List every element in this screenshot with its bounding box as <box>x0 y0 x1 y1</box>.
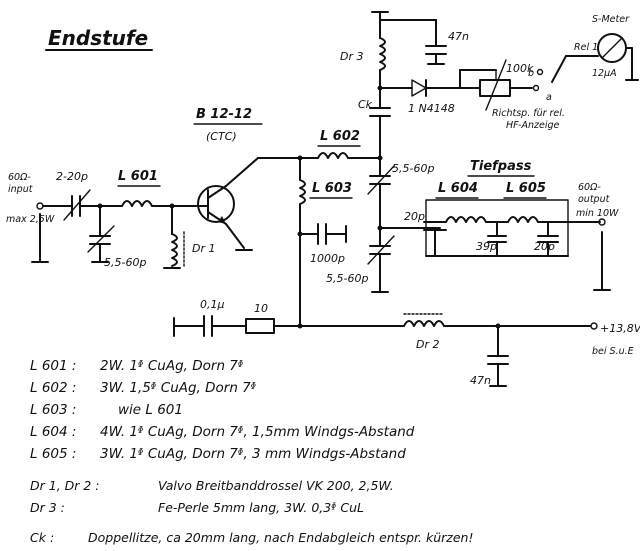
c-trim1-label: 5,5-60p <box>104 256 146 269</box>
l604-label: L 604 <box>438 181 478 196</box>
pot-arrow <box>485 59 507 111</box>
diode-symbol <box>411 79 427 97</box>
output-label-2: output <box>578 194 611 205</box>
dr-note-text: Valvo Breitbanddrossel VK 200, 2,5W. <box>158 478 394 493</box>
choke-notes: Dr 1, Dr 2 : Valvo Breitbanddrossel VK 2… <box>30 478 394 515</box>
title: Endstufe <box>48 26 148 50</box>
note-text: wie L 601 <box>118 402 183 418</box>
l602-label: L 602 <box>320 129 360 144</box>
c-input-label: 2-20p <box>56 170 88 183</box>
trim-arrow <box>367 235 395 265</box>
ck-note-text: Doppellitze, ca 20mm lang, nach Endabgle… <box>88 530 473 545</box>
note-text: 3W. 1ᶲ CuAg, Dorn 7ᶲ, 3 mm Windgs-Abstan… <box>100 446 406 462</box>
c-20p-right-label: 20p <box>534 240 555 253</box>
ck-label: Ck <box>358 98 373 111</box>
dr1-label: Dr 1 <box>192 242 216 255</box>
relay-pos-a: a <box>546 92 552 103</box>
output-label-1: 60Ω- <box>578 182 601 193</box>
c-1000-label: 1000p <box>310 252 345 265</box>
l603-label: L 603 <box>312 181 352 196</box>
r-100k-label: 100k <box>506 62 534 75</box>
c-47n-bottom-label: 47n <box>470 374 491 387</box>
input-label-2: input <box>8 184 34 195</box>
output-label-3: min 10W <box>576 208 619 219</box>
l603-coil <box>299 179 306 205</box>
relay-pos-b: b <box>528 68 534 79</box>
dr3-coil <box>379 37 386 71</box>
dr1-coil <box>171 233 178 267</box>
ck-note-ref: Ck : <box>30 530 54 545</box>
transistor-collector <box>207 185 227 199</box>
note-ref: L 601 : <box>30 358 76 374</box>
l602-coil <box>317 152 349 159</box>
note-ref: L 605 : <box>30 446 76 462</box>
input-label-3: max 2,5W <box>6 214 55 225</box>
dr2-label: Dr 2 <box>416 338 440 351</box>
l601-coil <box>121 200 153 207</box>
relay-label: Rel 1 <box>574 42 598 53</box>
note-text: 4W. 1ᶲ CuAg, Dorn 7ᶲ, 1,5mm Windgs-Absta… <box>100 424 415 440</box>
dr2-coil <box>403 320 445 327</box>
c-01-label: 0,1μ <box>200 298 225 311</box>
l604-coil <box>445 216 487 223</box>
supply-voltage: +13,8V <box>600 322 640 335</box>
terminal <box>532 84 540 92</box>
rectifier-label-1: Richtsp. für rel. <box>492 108 565 119</box>
transistor-type: B 12-12 <box>196 107 252 122</box>
note-ref: L 604 : <box>30 424 76 440</box>
c-trim3-label: 5,5-60p <box>326 272 368 285</box>
filter-title: Tiefpass <box>470 159 532 174</box>
transistor-symbol <box>197 185 235 223</box>
note-text: 2W. 1ᶲ CuAg, Dorn 7ᶲ <box>100 358 243 374</box>
l605-coil <box>507 216 539 223</box>
coil-notes: L 601 : 2W. 1ᶲ CuAg, Dorn 7ᶲ L 602 : 3W.… <box>30 358 415 462</box>
terminal <box>536 68 544 76</box>
meter-label-1: S-Meter <box>592 14 630 25</box>
input-label-1: 60Ω- <box>8 172 31 183</box>
wire <box>225 223 245 249</box>
dr-note-ref: Dr 3 : <box>30 500 65 515</box>
trim-arrow <box>87 225 115 253</box>
note-ref: L 602 : <box>30 380 76 396</box>
l601-label: L 601 <box>118 169 158 184</box>
rectifier-label-2: HF-Anzeige <box>506 120 560 131</box>
trim-arrow <box>367 165 395 195</box>
r-10 <box>245 318 275 334</box>
dr3-label: Dr 3 <box>340 50 364 63</box>
c-39p-label: 39p <box>476 240 497 253</box>
c-20p-left-label: 20p <box>404 210 425 223</box>
transistor-maker: (CTC) <box>206 130 237 143</box>
supply-condition: bei S.u.E <box>592 346 634 357</box>
c-trim2-label: 5,5-60p <box>392 162 434 175</box>
meter-label-2: 12μA <box>592 68 617 79</box>
note-text: 3W. 1,5ᶲ CuAg, Dorn 7ᶲ <box>100 380 256 396</box>
emitter-arrow <box>218 216 226 224</box>
supply-terminal <box>590 322 598 330</box>
dr-note-ref: Dr 1, Dr 2 : <box>30 478 100 493</box>
wire <box>225 157 259 187</box>
l605-label: L 605 <box>506 181 546 196</box>
c-47n-top-label: 47n <box>448 30 469 43</box>
meter-needle <box>601 37 623 59</box>
trim-arrow <box>63 189 91 221</box>
relay-switch <box>551 55 567 83</box>
diode-label: 1 N4148 <box>408 102 455 115</box>
output-terminal <box>598 218 606 226</box>
note-ref: L 603 : <box>30 402 76 418</box>
r-10-label: 10 <box>254 302 268 315</box>
dr-note-text: Fe-Perle 5mm lang, 3W. 0,3ᶲ CuL <box>158 500 364 515</box>
